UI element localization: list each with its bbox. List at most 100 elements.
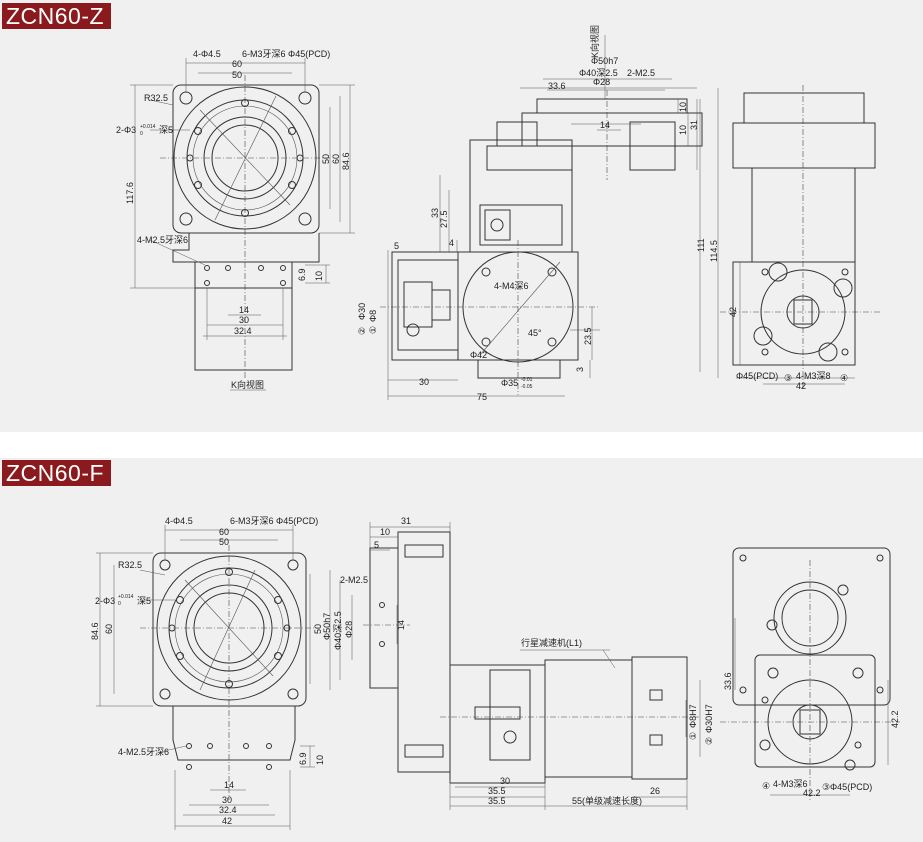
z-side-phi28: Φ28 bbox=[593, 77, 610, 87]
f-side-30: 30 bbox=[500, 776, 510, 786]
z-front-d-6-9: 6.9 bbox=[297, 268, 307, 281]
z-front-pin-hole: 2-Φ3 bbox=[116, 125, 136, 135]
z-right-42v: 42 bbox=[728, 307, 738, 317]
z-side-75: 75 bbox=[477, 392, 487, 402]
f-front-pcd-holes: 6-M3牙深6 Φ45(PCD) bbox=[230, 516, 318, 526]
f-side-reducer-label: 行星减速机(L1) bbox=[521, 637, 582, 648]
f-side-phi28: Φ28 bbox=[344, 621, 354, 638]
f-side-phi50: Φ50h7 bbox=[322, 613, 332, 640]
f-front-d-10: 10 bbox=[315, 755, 325, 765]
f-front-tol-dn: 0 bbox=[118, 601, 121, 607]
f-side-m25: 2-M2.5 bbox=[340, 575, 368, 585]
f-front-view bbox=[96, 525, 320, 830]
z-side-14: 14 bbox=[600, 120, 610, 130]
model-title-f: ZCN60-F bbox=[2, 460, 112, 486]
z-side-33-6: 33.6 bbox=[548, 81, 566, 91]
f-right-33-6: 33.6 bbox=[723, 672, 733, 690]
z-front-d-32-4: 32.4 bbox=[234, 326, 252, 336]
z-side-phi35-tol-dn: -0.05 bbox=[521, 384, 533, 390]
z-front-pcd-holes: 6-M3牙深6 Φ45(PCD) bbox=[242, 49, 330, 59]
f-right-42-2h: 42.2 bbox=[803, 788, 821, 798]
z-front-tol-up: +0.014 bbox=[140, 124, 156, 130]
f-front-depth: 深5 bbox=[137, 596, 151, 606]
z-side-27-5: 27.5 bbox=[439, 210, 449, 228]
f-front-holes: 4-Φ4.5 bbox=[165, 516, 193, 526]
z-front-base-tap: 4-M2.5牙深6 bbox=[137, 235, 188, 245]
f-front-d-30: 30 bbox=[222, 795, 232, 805]
z-front-h-50: 50 bbox=[321, 154, 331, 164]
z-side-phi30: Φ30 bbox=[357, 303, 367, 320]
z-side-circle-2: ② bbox=[357, 327, 367, 335]
f-side-10: 10 bbox=[380, 527, 390, 537]
panel-zcn60-f bbox=[0, 458, 923, 842]
f-front-pin-hole: 2-Φ3 bbox=[95, 596, 115, 606]
z-side-labels: K向视图 Φ50h7 Φ40深2.5 2-M2.5 Φ28 33.6 14 10… bbox=[357, 25, 719, 402]
z-side-31: 31 bbox=[689, 120, 699, 130]
z-side-view bbox=[380, 35, 719, 400]
z-front-depth: 深5 bbox=[159, 125, 173, 135]
z-front-dim-50: 50 bbox=[232, 70, 242, 80]
z-right-42h: 42 bbox=[796, 381, 806, 391]
f-side-phi40: Φ40深2.5 bbox=[333, 611, 343, 650]
f-front-dim-50: 50 bbox=[219, 537, 229, 547]
z-side-114-5: 114.5 bbox=[709, 240, 719, 262]
f-front-radius: R32.5 bbox=[118, 560, 142, 570]
f-right-circle-4: ④ bbox=[762, 781, 770, 791]
z-side-phi40: Φ40深2.5 bbox=[579, 68, 618, 78]
f-right-view bbox=[720, 547, 900, 800]
f-right-circle-3: ③ bbox=[822, 782, 830, 792]
z-side-phi35-tol-up: -0.01 bbox=[521, 377, 533, 383]
f-side-55: 55(单级减速长度) bbox=[572, 795, 642, 806]
f-right-tap: 4-M3深6 bbox=[773, 779, 808, 789]
z-side-30: 30 bbox=[419, 377, 429, 387]
z-side-23-5: 23.5 bbox=[583, 327, 593, 345]
z-front-view-label: K向视图 bbox=[231, 379, 264, 390]
z-front-radius: R32.5 bbox=[144, 93, 168, 103]
z-front-d-30: 30 bbox=[239, 315, 249, 325]
f-side-26: 26 bbox=[650, 786, 660, 796]
z-right-labels: 42 Φ45(PCD) ③ 4-M3深8 ④ 42 bbox=[728, 307, 848, 391]
z-right-tap: 4-M3深8 bbox=[796, 371, 831, 381]
z-side-motor-tap: 4-M4深6 bbox=[494, 281, 529, 291]
f-side-5: 5 bbox=[374, 540, 379, 550]
z-right-pcd: Φ45(PCD) bbox=[736, 371, 778, 381]
z-front-holes: 4-Φ4.5 bbox=[193, 49, 221, 59]
z-side-circle-1: ① bbox=[368, 326, 378, 334]
z-side-33: 33 bbox=[430, 208, 440, 218]
z-right-circle-4: ④ bbox=[840, 373, 848, 383]
f-side-14: 14 bbox=[396, 620, 406, 630]
f-right-42-2v: 42.2 bbox=[890, 710, 900, 728]
z-side-10b: 10 bbox=[678, 125, 688, 135]
z-right-view bbox=[720, 85, 880, 390]
f-side-labels: 31 10 5 2-M2.5 Φ50h7 Φ40深2.5 Φ28 14 行星减速… bbox=[322, 516, 714, 806]
f-side-35-5a: 35.5 bbox=[488, 786, 506, 796]
f-front-d-42: 42 bbox=[222, 816, 232, 826]
z-right-circle-3: ③ bbox=[784, 373, 792, 383]
f-side-view bbox=[329, 522, 701, 810]
z-front-view bbox=[130, 58, 355, 391]
z-side-3: 3 bbox=[575, 367, 585, 372]
f-side-circle-2: ② bbox=[704, 737, 714, 745]
f-front-d-14: 14 bbox=[224, 780, 234, 790]
f-front-tol-up: +0.014 bbox=[118, 594, 134, 600]
f-front-base-tap: 4-M2.5牙深6 bbox=[118, 747, 169, 757]
z-front-d-14: 14 bbox=[239, 305, 249, 315]
z-side-phi42: Φ42 bbox=[470, 350, 487, 360]
f-front-h-84-6: 84.6 bbox=[90, 622, 100, 640]
f-front-labels: 4-Φ4.5 6-M3牙深6 Φ45(PCD) 60 50 R32.5 2-Φ3… bbox=[90, 516, 325, 826]
f-side-phi30: Φ30H7 bbox=[704, 704, 714, 733]
model-title-z: ZCN60-Z bbox=[2, 3, 112, 29]
z-side-phi50: Φ50h7 bbox=[591, 56, 618, 66]
z-side-10a: 10 bbox=[678, 102, 688, 112]
f-front-h-50: 50 bbox=[313, 624, 323, 634]
z-side-phi8: Φ8 bbox=[368, 310, 378, 322]
z-side-phi35: Φ35 bbox=[501, 378, 518, 388]
z-front-tol-dn: 0 bbox=[140, 131, 143, 137]
z-side-4: 4 bbox=[449, 238, 454, 248]
f-side-circle-1: ① bbox=[688, 732, 698, 740]
z-front-dim-60: 60 bbox=[232, 59, 242, 69]
f-front-d-32-4: 32.4 bbox=[219, 805, 237, 815]
z-side-5: 5 bbox=[394, 241, 399, 251]
f-front-d-6-9: 6.9 bbox=[298, 752, 308, 765]
